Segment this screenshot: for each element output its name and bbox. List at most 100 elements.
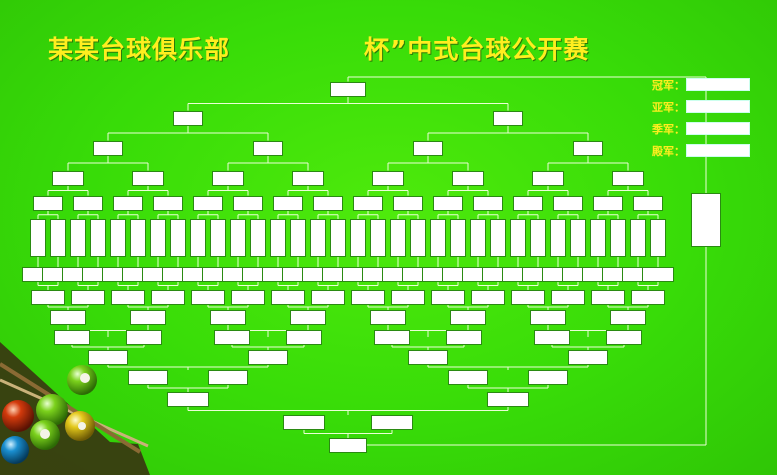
lower-round-6-slot[interactable] bbox=[528, 369, 568, 385]
upper-quarterfinal-slot[interactable] bbox=[93, 140, 123, 156]
lower-round-2-slot[interactable] bbox=[351, 289, 385, 305]
player-slot[interactable] bbox=[170, 219, 186, 257]
lower-round-7-slot[interactable] bbox=[167, 391, 209, 407]
upper-round-16-slot[interactable] bbox=[372, 170, 404, 186]
lower-round-5-slot[interactable] bbox=[248, 349, 288, 365]
lower-round-4-slot[interactable] bbox=[214, 329, 250, 345]
lower-round-2-slot[interactable] bbox=[71, 289, 105, 305]
player-slot[interactable] bbox=[250, 219, 266, 257]
upper-round-32-slot[interactable] bbox=[593, 195, 623, 211]
lower-round-1-slot[interactable] bbox=[642, 266, 674, 282]
lower-round-2-slot[interactable] bbox=[471, 289, 505, 305]
player-slot[interactable] bbox=[610, 219, 626, 257]
lower-round-2-slot[interactable] bbox=[111, 289, 145, 305]
player-slot[interactable] bbox=[350, 219, 366, 257]
player-slot[interactable] bbox=[390, 219, 406, 257]
lower-round-2-slot[interactable] bbox=[551, 289, 585, 305]
player-slot[interactable] bbox=[130, 219, 146, 257]
player-slot[interactable] bbox=[90, 219, 106, 257]
player-slot[interactable] bbox=[410, 219, 426, 257]
lower-round-2-slot[interactable] bbox=[311, 289, 345, 305]
fourth-place-name-box[interactable] bbox=[686, 144, 750, 157]
upper-round-16-slot[interactable] bbox=[132, 170, 164, 186]
lower-round-2-slot[interactable] bbox=[151, 289, 185, 305]
third-place-name-box[interactable] bbox=[686, 122, 750, 135]
runner-up-name-box[interactable] bbox=[686, 100, 750, 113]
lower-round-3-slot[interactable] bbox=[290, 309, 326, 325]
player-slot[interactable] bbox=[30, 219, 46, 257]
lower-semifinal-slot[interactable] bbox=[283, 414, 325, 430]
player-slot[interactable] bbox=[370, 219, 386, 257]
upper-final-slot[interactable] bbox=[330, 81, 366, 97]
lower-round-3-slot[interactable] bbox=[610, 309, 646, 325]
lower-round-4-slot[interactable] bbox=[374, 329, 410, 345]
upper-round-32-slot[interactable] bbox=[313, 195, 343, 211]
upper-round-32-slot[interactable] bbox=[473, 195, 503, 211]
player-slot[interactable] bbox=[590, 219, 606, 257]
lower-round-6-slot[interactable] bbox=[208, 369, 248, 385]
lower-round-2-slot[interactable] bbox=[431, 289, 465, 305]
lower-round-4-slot[interactable] bbox=[446, 329, 482, 345]
player-slot[interactable] bbox=[470, 219, 486, 257]
player-slot[interactable] bbox=[50, 219, 66, 257]
upper-quarterfinal-slot[interactable] bbox=[413, 140, 443, 156]
lower-round-3-slot[interactable] bbox=[210, 309, 246, 325]
player-slot[interactable] bbox=[110, 219, 126, 257]
player-slot[interactable] bbox=[150, 219, 166, 257]
lower-round-2-slot[interactable] bbox=[231, 289, 265, 305]
upper-round-32-slot[interactable] bbox=[633, 195, 663, 211]
lower-round-3-slot[interactable] bbox=[450, 309, 486, 325]
lower-round-4-slot[interactable] bbox=[126, 329, 162, 345]
player-slot[interactable] bbox=[650, 219, 666, 257]
upper-round-32-slot[interactable] bbox=[553, 195, 583, 211]
lower-round-6-slot[interactable] bbox=[448, 369, 488, 385]
upper-round-32-slot[interactable] bbox=[233, 195, 263, 211]
upper-round-16-slot[interactable] bbox=[212, 170, 244, 186]
player-slot[interactable] bbox=[430, 219, 446, 257]
lower-round-2-slot[interactable] bbox=[271, 289, 305, 305]
player-slot[interactable] bbox=[70, 219, 86, 257]
lower-round-5-slot[interactable] bbox=[408, 349, 448, 365]
player-slot[interactable] bbox=[450, 219, 466, 257]
player-slot[interactable] bbox=[530, 219, 546, 257]
final-winner-slot[interactable] bbox=[691, 193, 721, 247]
lower-round-2-slot[interactable] bbox=[631, 289, 665, 305]
upper-round-32-slot[interactable] bbox=[513, 195, 543, 211]
lower-round-3-slot[interactable] bbox=[370, 309, 406, 325]
lower-semifinal-slot[interactable] bbox=[371, 414, 413, 430]
upper-semifinal-slot[interactable] bbox=[493, 110, 523, 126]
upper-round-32-slot[interactable] bbox=[193, 195, 223, 211]
lower-final-slot[interactable] bbox=[329, 437, 367, 453]
lower-round-3-slot[interactable] bbox=[530, 309, 566, 325]
lower-round-2-slot[interactable] bbox=[191, 289, 225, 305]
lower-round-2-slot[interactable] bbox=[31, 289, 65, 305]
lower-round-5-slot[interactable] bbox=[88, 349, 128, 365]
upper-semifinal-slot[interactable] bbox=[173, 110, 203, 126]
player-slot[interactable] bbox=[550, 219, 566, 257]
lower-round-2-slot[interactable] bbox=[511, 289, 545, 305]
player-slot[interactable] bbox=[570, 219, 586, 257]
upper-round-32-slot[interactable] bbox=[433, 195, 463, 211]
upper-round-32-slot[interactable] bbox=[353, 195, 383, 211]
player-slot[interactable] bbox=[510, 219, 526, 257]
lower-round-2-slot[interactable] bbox=[391, 289, 425, 305]
player-slot[interactable] bbox=[330, 219, 346, 257]
upper-round-32-slot[interactable] bbox=[113, 195, 143, 211]
player-slot[interactable] bbox=[270, 219, 286, 257]
lower-round-4-slot[interactable] bbox=[286, 329, 322, 345]
upper-round-16-slot[interactable] bbox=[452, 170, 484, 186]
upper-round-32-slot[interactable] bbox=[393, 195, 423, 211]
upper-round-16-slot[interactable] bbox=[532, 170, 564, 186]
upper-round-16-slot[interactable] bbox=[612, 170, 644, 186]
lower-round-3-slot[interactable] bbox=[50, 309, 86, 325]
lower-round-2-slot[interactable] bbox=[591, 289, 625, 305]
player-slot[interactable] bbox=[310, 219, 326, 257]
upper-round-32-slot[interactable] bbox=[73, 195, 103, 211]
player-slot[interactable] bbox=[190, 219, 206, 257]
player-slot[interactable] bbox=[290, 219, 306, 257]
lower-round-6-slot[interactable] bbox=[128, 369, 168, 385]
player-slot[interactable] bbox=[230, 219, 246, 257]
upper-quarterfinal-slot[interactable] bbox=[573, 140, 603, 156]
lower-round-4-slot[interactable] bbox=[54, 329, 90, 345]
lower-round-5-slot[interactable] bbox=[568, 349, 608, 365]
